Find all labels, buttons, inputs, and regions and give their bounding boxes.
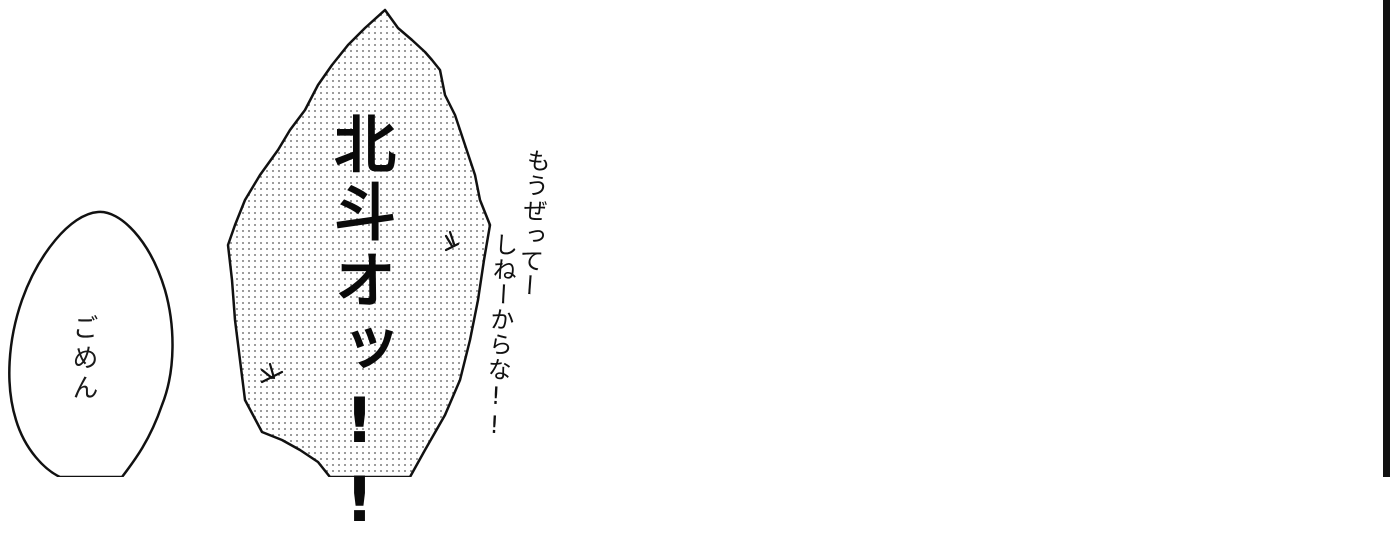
apology-text: ごめん — [68, 314, 98, 404]
shout-balloon — [226, 8, 492, 477]
speech-balloon — [8, 210, 174, 477]
comic-panel: 北斗オッ!! ごめん もうぜってー しねーからな!! — [8, 8, 551, 542]
panel-artwork — [8, 8, 492, 477]
shout-text: 北斗オッ!! — [323, 112, 396, 542]
panel-border — [1383, 0, 1390, 477]
anger-vein-icon — [260, 230, 460, 384]
